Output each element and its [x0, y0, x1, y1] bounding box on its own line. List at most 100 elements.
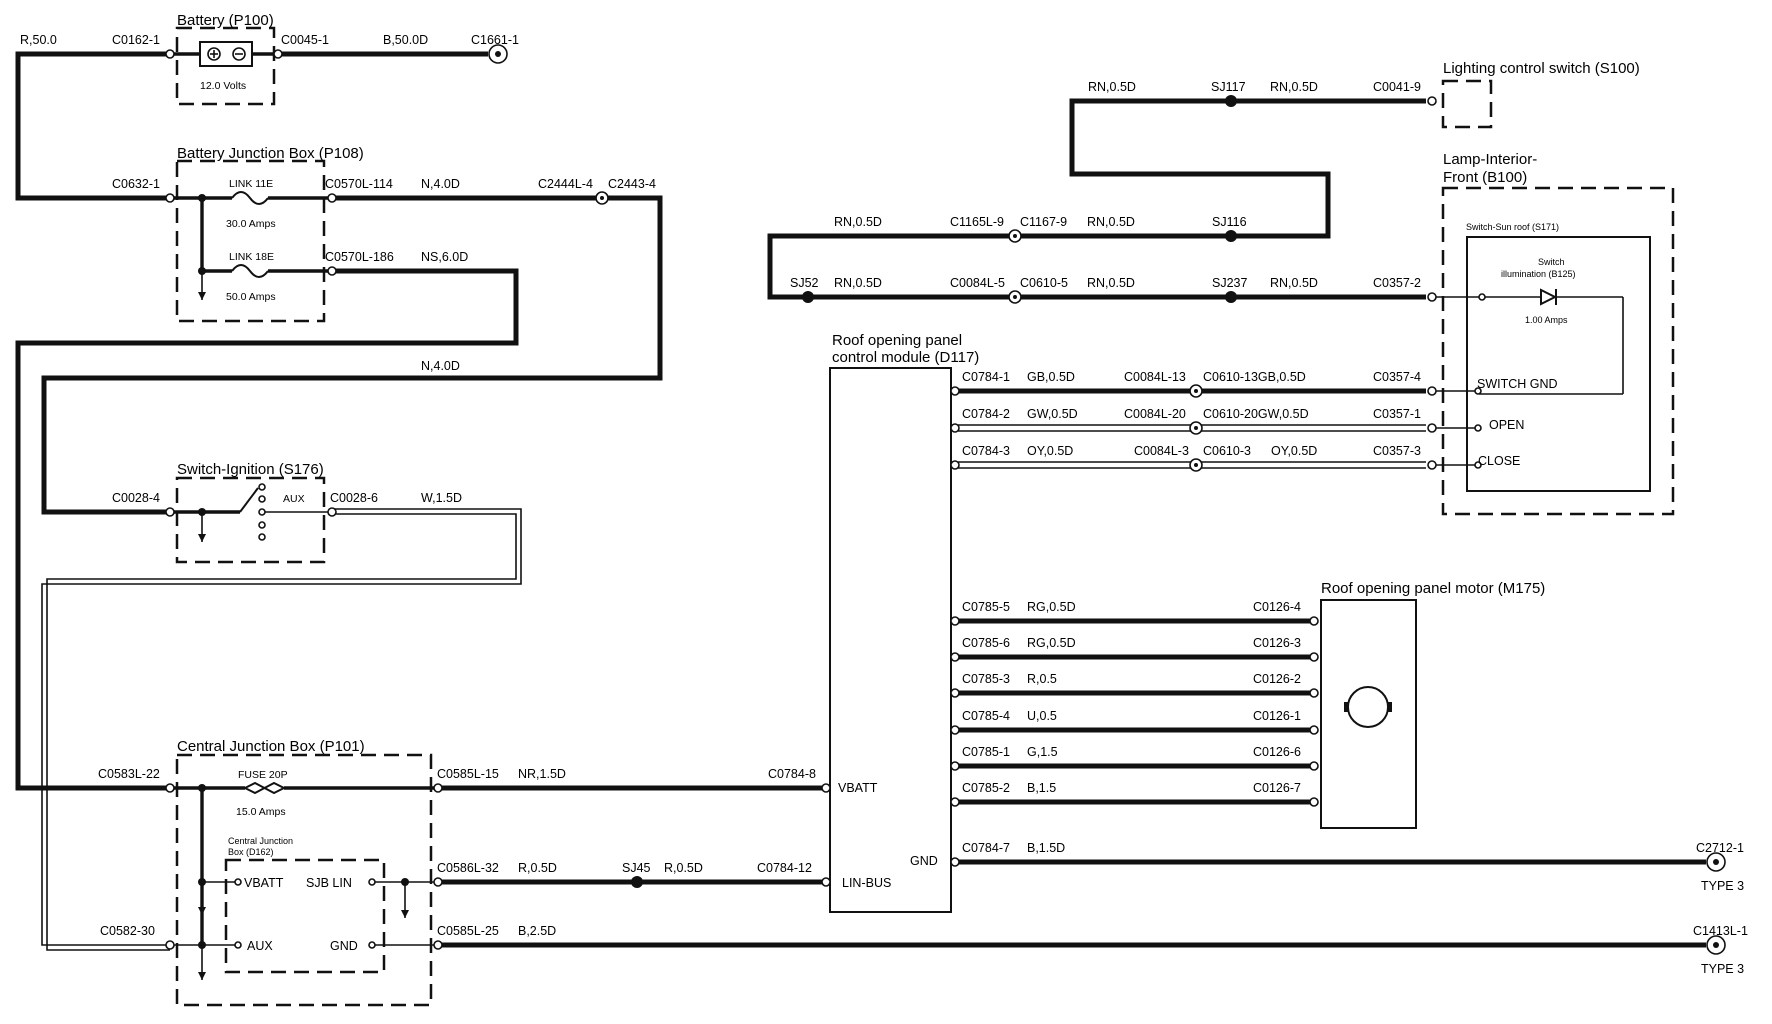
wire-w15-outer	[41, 508, 522, 946]
label-gw05: GW,0.5D	[1027, 407, 1078, 421]
eyelet-c1661	[488, 44, 508, 64]
cjb-aux-label: AUX	[247, 939, 273, 953]
label-c0126-7: C0126-7	[1253, 781, 1301, 795]
label-c1661: C1661-1	[471, 33, 519, 47]
label-c0357-1: C0357-1	[1373, 407, 1421, 421]
label-c0784-2: C0784-2	[962, 407, 1010, 421]
label-c0126-3: C0126-3	[1253, 636, 1301, 650]
label-w15: W,1.5D	[421, 491, 462, 505]
connector-c0784-1	[950, 386, 960, 396]
wire-ns6	[15, 268, 519, 791]
label-b25: B,2.5D	[518, 924, 556, 938]
connector-c0126-1	[1309, 725, 1319, 735]
connector-c0785-5	[950, 616, 960, 626]
connector-c0785-6	[950, 652, 960, 662]
label-oy05: OY,0.5D	[1027, 444, 1073, 458]
label-c0084-3: C0084L-3	[1134, 444, 1189, 458]
module-outline	[829, 367, 952, 913]
cjb-vbatt-label: VBATT	[244, 876, 284, 890]
fuse-20p-label: FUSE 20P	[238, 769, 288, 781]
connector-c0126-2	[1309, 688, 1319, 698]
label-c0126-1: C0126-1	[1253, 709, 1301, 723]
connector-c0585-15	[433, 783, 443, 793]
interior-lamp: Lamp-Interior- Front (B100) Switch-Sun r…	[1427, 151, 1675, 516]
illumination-title-2: illumination (B125)	[1501, 269, 1576, 279]
label-c0785-5: C0785-5	[962, 600, 1010, 614]
label-c0357-4: C0357-4	[1373, 370, 1421, 384]
lamp-title-2: Front (B100)	[1443, 169, 1527, 186]
eyelet-c2712	[1706, 852, 1726, 872]
label-c0610-13: C0610-13GB,0.5D	[1203, 370, 1306, 384]
ignition-contact	[239, 487, 259, 513]
cjb-title: Central Junction Box (P101)	[177, 738, 365, 755]
connector-c0785-2	[950, 797, 960, 807]
label-nr15: NR,1.5D	[518, 767, 566, 781]
label-oy05-b: OY,0.5D	[1271, 444, 1317, 458]
label-c0582: C0582-30	[100, 924, 155, 938]
diode-symbol	[1540, 288, 1558, 306]
label-sj117: SJ117	[1211, 80, 1246, 94]
label-c0028-6: C0028-6	[330, 491, 378, 505]
wire-n4-loop	[41, 195, 663, 515]
label-c2712: C2712-1	[1696, 841, 1744, 855]
cjb-gnd-label: GND	[330, 939, 358, 953]
ignition-title: Switch-Ignition (S176)	[177, 461, 324, 478]
motor-symbol	[1347, 686, 1389, 728]
label-c0785-3: C0785-3	[962, 672, 1010, 686]
connector-c0784-12	[821, 877, 831, 887]
wire-r50	[15, 51, 170, 201]
wire-w15-inner	[46, 513, 517, 951]
label-sj116: SJ116	[1212, 215, 1247, 229]
label-c0126-2: C0126-2	[1253, 672, 1301, 686]
label-c0045: C0045-1	[281, 33, 329, 47]
connector-c0784-8	[821, 783, 831, 793]
cjb-outline	[175, 753, 433, 1007]
splice-sj116	[1225, 230, 1237, 242]
label-c2444: C2444L-4	[538, 177, 593, 191]
label-rn-c1167: RN,0.5D	[1087, 215, 1135, 229]
module-gnd-label: GND	[910, 854, 938, 868]
sunroof-switch-outline	[1466, 236, 1651, 492]
label-c0785-4: C0785-4	[962, 709, 1010, 723]
link-18e-rating: 50.0 Amps	[226, 291, 276, 303]
label-c0041: C0041-9	[1373, 80, 1421, 94]
label-c0632: C0632-1	[112, 177, 160, 191]
label-c0785-2: C0785-2	[962, 781, 1010, 795]
label-rn-sj117: RN,0.5D	[1270, 80, 1318, 94]
connector-c0162	[165, 49, 175, 59]
bjb-title: Battery Junction Box (P108)	[177, 145, 364, 162]
connector-c0126-4	[1309, 616, 1319, 626]
cjb-inner-title-1: Central Junction	[228, 836, 293, 846]
wire-rn-top	[767, 98, 1426, 300]
roof-panel-motor: Roof opening panel motor (M175)	[1309, 580, 1545, 829]
inline-connector-c0084-13	[1189, 384, 1203, 398]
link-18e-label: LINK 18E	[229, 251, 274, 263]
connector-c0126-7	[1309, 797, 1319, 807]
label-c1167: C1167-9	[1020, 215, 1067, 229]
module-linbus-label: LIN-BUS	[842, 876, 891, 890]
inline-connector-c2444	[595, 191, 609, 205]
fuse-20p-rating: 15.0 Amps	[236, 806, 286, 818]
label-rn-left: RN,0.5D	[834, 215, 882, 229]
connector-c0045	[273, 49, 283, 59]
inline-connector-c0084-5	[1008, 290, 1022, 304]
label-c0784-12: C0784-12	[757, 861, 812, 875]
label-rn-sj52: RN,0.5D	[834, 276, 882, 290]
illumination-rating: 1.00 Amps	[1525, 315, 1568, 325]
label-r50: R,50.0	[20, 33, 57, 47]
label-b50: B,50.0D	[383, 33, 428, 47]
illumination-title-1: Switch	[1538, 257, 1565, 267]
label-c0586-32: C0586L-32	[437, 861, 499, 875]
inline-connector-c1165	[1008, 229, 1022, 243]
connector-c0784-2	[950, 423, 960, 433]
label-u05: U,0.5	[1027, 709, 1057, 723]
label-c0084-13: C0084L-13	[1124, 370, 1186, 384]
battery-title: Battery (P100)	[177, 12, 274, 29]
battery-rating: 12.0 Volts	[200, 80, 246, 92]
label-c1413: C1413L-1	[1693, 924, 1748, 938]
switch-open-label: OPEN	[1489, 418, 1524, 432]
bjb-outline	[175, 159, 326, 323]
cjb-inner-outline	[224, 858, 386, 974]
cjb-inner-title-2: Box (D162)	[228, 847, 274, 857]
label-ns6: NS,6.0D	[421, 250, 468, 264]
